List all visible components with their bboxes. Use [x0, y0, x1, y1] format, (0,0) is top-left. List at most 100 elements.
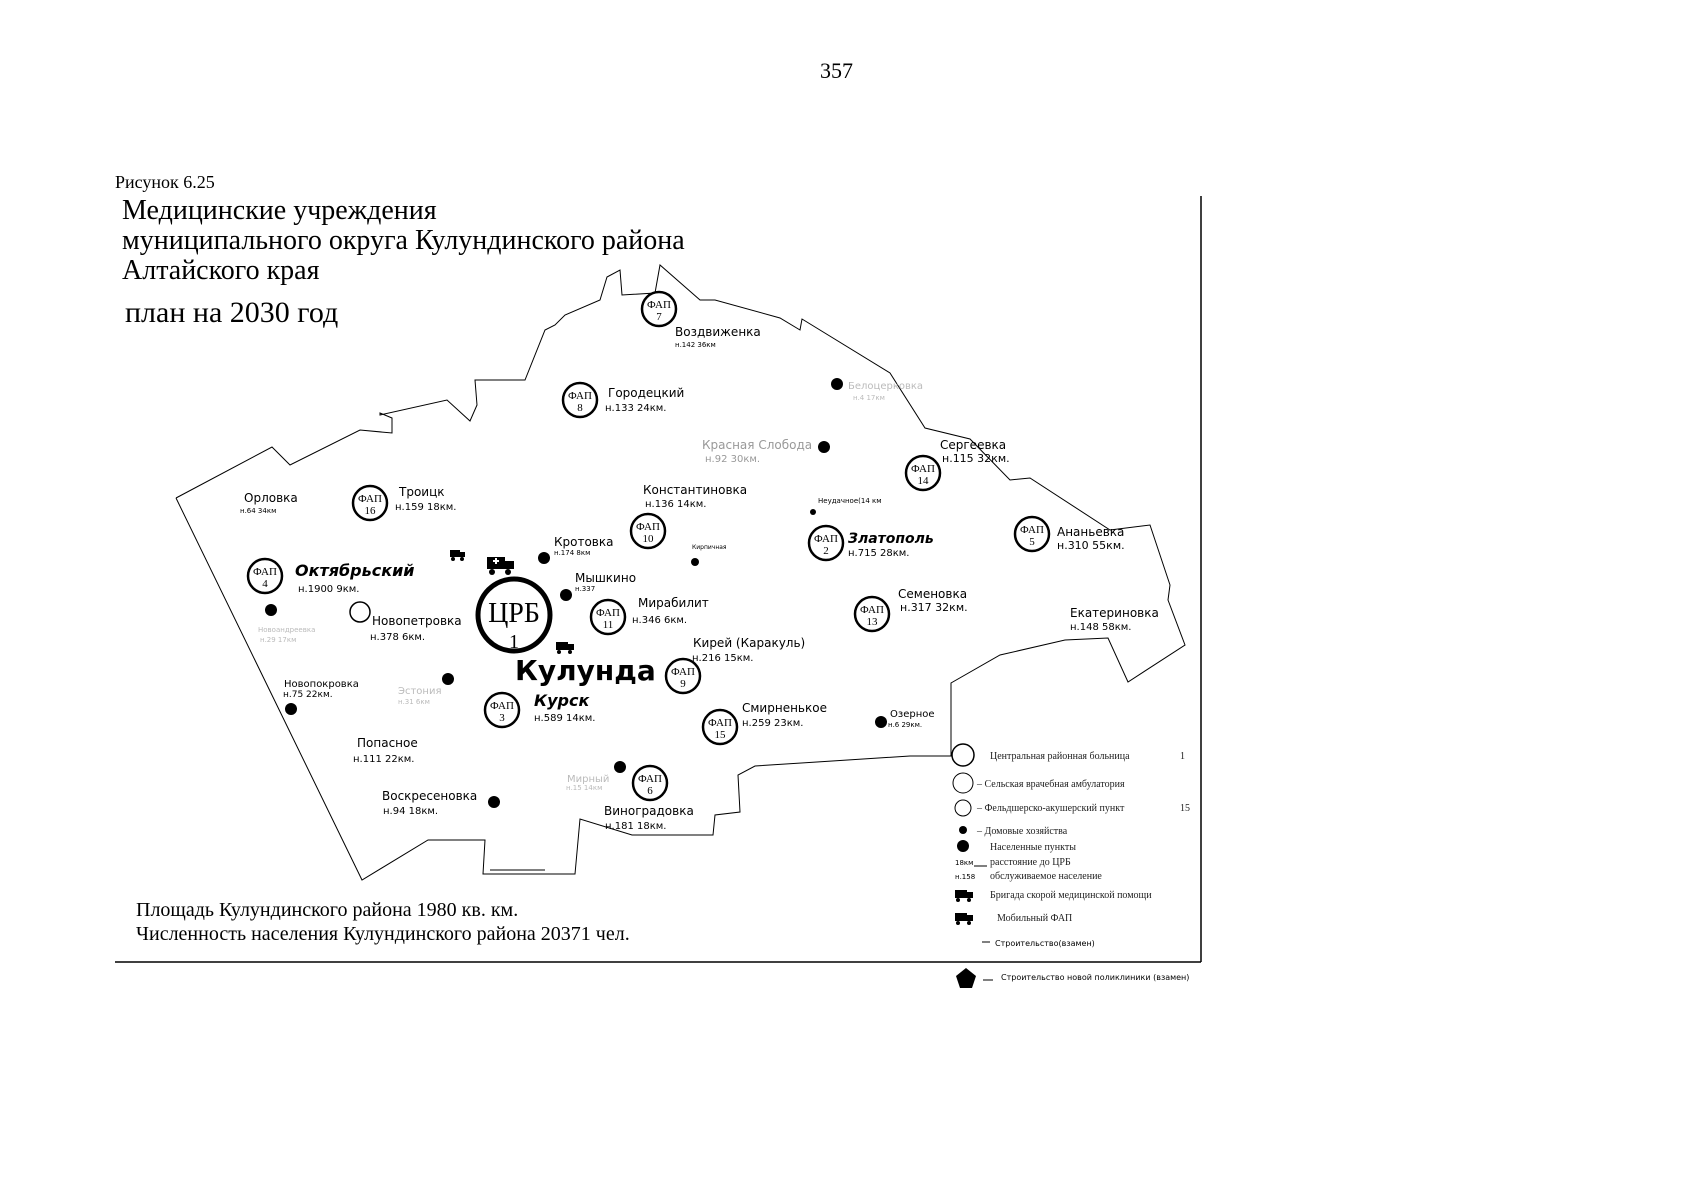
- fap-circle: [561, 381, 599, 419]
- settlement-name: Троицк: [398, 485, 445, 499]
- settlement-name: Эстония: [398, 686, 441, 697]
- legend-item: Центральная районная больница: [990, 751, 1130, 762]
- settlement-name: Городецкий: [608, 386, 684, 400]
- legend-item: Мобильный ФАП: [997, 913, 1072, 924]
- crb-label: ЦРБ: [488, 598, 540, 629]
- fap-ring[interactable]: ФАП 16: [351, 484, 389, 522]
- settlement-name: Златополь: [848, 531, 934, 547]
- central-hospital[interactable]: ЦРБ 1: [475, 576, 553, 654]
- legend-pop-key: н.158: [955, 873, 975, 881]
- settlement-info: н.589 14км.: [534, 713, 595, 724]
- settlement-info: н.94 18км.: [383, 806, 438, 817]
- legend-item: Населенные пункты: [990, 842, 1076, 853]
- settlement-name: Семеновка: [898, 587, 967, 601]
- fap-ring[interactable]: ФАП 6: [631, 764, 669, 802]
- ambulance-icon[interactable]: [556, 642, 574, 654]
- settlement-dot[interactable]: [285, 703, 297, 715]
- legend-item: – Домовые хозяйства: [976, 826, 1068, 837]
- fap-label: ФАП: [596, 607, 620, 619]
- fap-number: 13: [867, 616, 879, 628]
- fap-ring[interactable]: ФАП 4: [246, 557, 284, 595]
- fap-label: ФАП: [814, 533, 838, 545]
- fap-circle: [246, 557, 284, 595]
- settlement-info: н.378 6км.: [370, 632, 425, 643]
- settlement-info: н.75 22км.: [283, 690, 333, 700]
- legend-item: Строительство новой поликлиники (взамен): [1001, 973, 1189, 982]
- fap-label: ФАП: [647, 299, 671, 311]
- settlement-info: н.136 14км.: [645, 499, 706, 510]
- settlement-info: н.317 32км.: [900, 601, 968, 614]
- fap-number: 3: [499, 712, 505, 724]
- fap-circle: [807, 524, 845, 562]
- fap-number: 6: [647, 785, 653, 797]
- fap-ring[interactable]: ФАП 15: [701, 708, 739, 746]
- legend-mobile-fap-icon: [955, 913, 973, 925]
- mobile-fap-icon[interactable]: [450, 550, 465, 561]
- legend-count: 1: [1180, 751, 1185, 762]
- fap-circle: [629, 512, 667, 550]
- fap-label: ФАП: [253, 566, 277, 578]
- fap-number: 2: [823, 545, 829, 557]
- settlement-dot[interactable]: [875, 716, 887, 728]
- settlement-dot[interactable]: [442, 673, 454, 685]
- title-line: муниципального округа Кулундинского райо…: [122, 225, 685, 256]
- settlement-name: Мирный: [567, 774, 609, 785]
- fap-ring[interactable]: ФАП 10: [629, 512, 667, 550]
- ambulance-icon[interactable]: [487, 557, 514, 575]
- settlement-dot[interactable]: [831, 378, 843, 390]
- settlement-info: н.64 34км: [240, 507, 276, 515]
- settlement-name: Кирей (Каракуль): [693, 636, 805, 650]
- settlement-dot[interactable]: [691, 558, 699, 566]
- fap-circle: [1013, 515, 1051, 553]
- settlement-name: Новопокровка: [284, 679, 359, 690]
- map-subtitle: план на 2030 год: [125, 296, 339, 329]
- settlement-info: н.29 17км: [260, 636, 296, 644]
- settlement-info: н.216 15км.: [692, 653, 753, 664]
- settlement-dot[interactable]: [265, 604, 277, 616]
- fap-ring[interactable]: ФАП 14: [904, 454, 942, 492]
- legend-ambulatory-icon: [952, 772, 974, 794]
- fap-number: 15: [715, 729, 727, 741]
- fap-number: 14: [918, 475, 930, 487]
- district-boundary: [175, 264, 1186, 881]
- fap-circle: [631, 764, 669, 802]
- settlement-info: н.1900 9км.: [298, 584, 359, 595]
- legend-item: Строительство(взамен): [995, 939, 1095, 948]
- settlement-name: Озерное: [890, 709, 935, 720]
- fap-label: ФАП: [860, 604, 884, 616]
- settlement-name: Сергеевка: [940, 438, 1006, 452]
- fap-label: ФАП: [490, 700, 514, 712]
- settlement-dot[interactable]: [810, 509, 816, 515]
- settlement-name: Попасное: [357, 736, 418, 750]
- settlement-name: Орловка: [244, 491, 298, 505]
- fap-ring[interactable]: ФАП 5: [1013, 515, 1051, 553]
- crb-ring: [475, 576, 553, 654]
- fap-ring[interactable]: ФАП 3: [483, 691, 521, 729]
- settlement-dot[interactable]: [538, 552, 550, 564]
- legend-fap-icon: [954, 799, 972, 817]
- area-note: Площадь Кулундинского района 1980 кв. км…: [136, 899, 519, 921]
- fap-ring[interactable]: ФАП 13: [853, 595, 891, 633]
- ambulatory-ring[interactable]: [349, 601, 371, 623]
- fap-circle: [904, 454, 942, 492]
- settlement-info: н.6 29км.: [888, 721, 922, 729]
- settlement-dot[interactable]: [560, 589, 572, 601]
- fap-ring[interactable]: ФАП 9: [664, 657, 702, 695]
- fap-ring[interactable]: ФАП 2: [807, 524, 845, 562]
- settlement-info: н.133 24км.: [605, 403, 666, 414]
- settlement-dot[interactable]: [614, 761, 626, 773]
- settlement-name: Виноградовка: [604, 804, 694, 818]
- settlement-dot[interactable]: [818, 441, 830, 453]
- population-note: Численность населения Кулундинского райо…: [136, 923, 630, 945]
- map-title: Медицинские учреждения муниципального ок…: [122, 196, 685, 286]
- fap-number: 16: [365, 505, 377, 517]
- settlement-info: н.259 23км.: [742, 718, 803, 729]
- settlement-dot[interactable]: [488, 796, 500, 808]
- fap-circle: [853, 595, 891, 633]
- fap-label: ФАП: [568, 390, 592, 402]
- legend-item: расстояние до ЦРБ: [990, 857, 1071, 868]
- fap-ring[interactable]: ФАП 8: [561, 381, 599, 419]
- fap-label: ФАП: [911, 463, 935, 475]
- fap-ring[interactable]: ФАП 11: [589, 598, 627, 636]
- fap-ring[interactable]: ФАП 7: [640, 290, 678, 328]
